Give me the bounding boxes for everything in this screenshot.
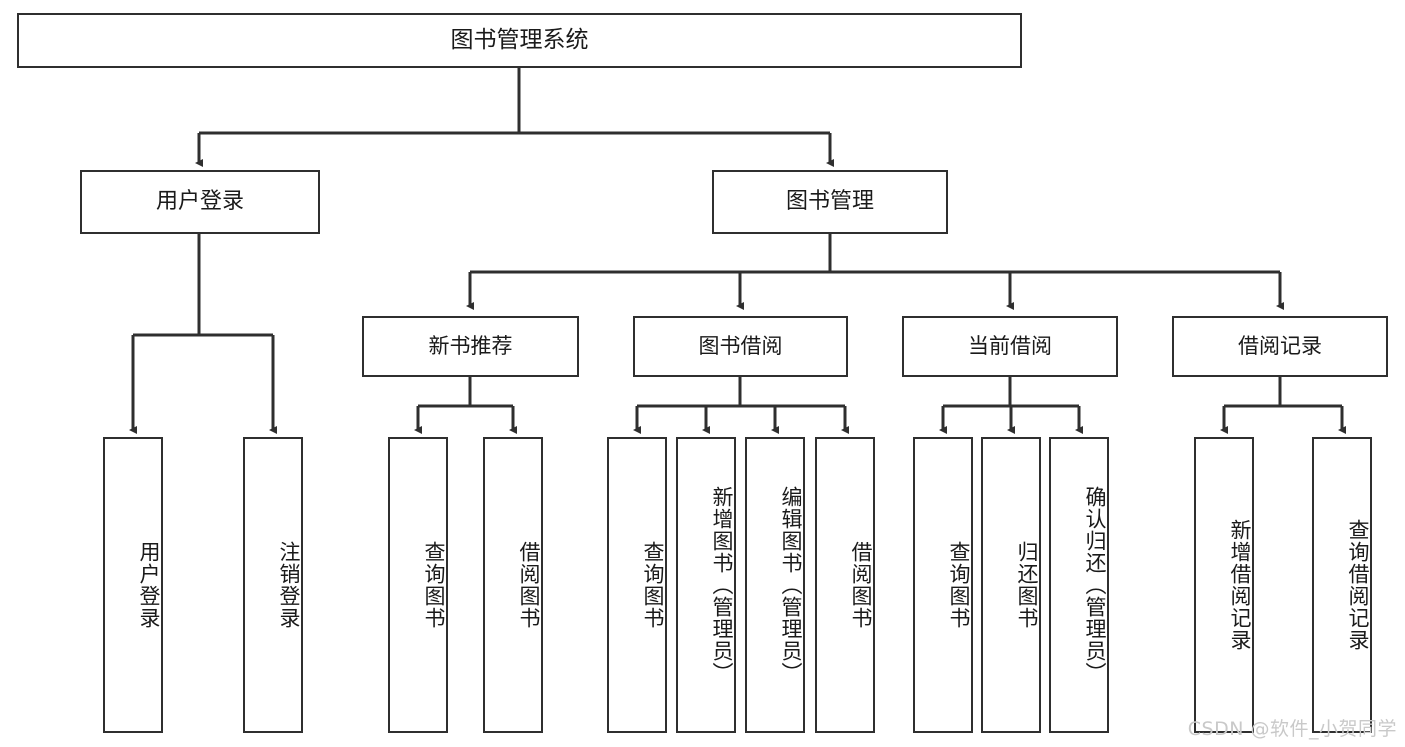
node-book-borrow[interactable]: 图书借阅 bbox=[633, 316, 848, 377]
node-leaf-query-book-2[interactable]: 查询图书 bbox=[607, 437, 667, 733]
node-leaf-query-book-1[interactable]: 查询图书 bbox=[388, 437, 448, 733]
node-new-book-rec[interactable]: 新书推荐 bbox=[362, 316, 579, 377]
node-leaf-add-book-label: 新增图书（管理员） bbox=[710, 486, 734, 684]
watermark: CSDN @软件_小贺同学 bbox=[1187, 718, 1397, 740]
node-leaf-confirm-return-label: 确认归还（管理员） bbox=[1083, 486, 1107, 684]
node-leaf-return-book[interactable]: 归还图书 bbox=[981, 437, 1041, 733]
node-leaf-edit-book-label: 编辑图书（管理员） bbox=[779, 486, 803, 684]
node-leaf-query-record-label: 查询借阅记录 bbox=[1346, 519, 1370, 651]
node-leaf-query-book-3-label: 查询图书 bbox=[947, 541, 971, 629]
node-borrow-record-label: 借阅记录 bbox=[1238, 334, 1322, 359]
node-leaf-add-record-label: 新增借阅记录 bbox=[1228, 519, 1252, 651]
node-leaf-logout-login-label: 注销登录 bbox=[277, 541, 301, 629]
node-book-borrow-label: 图书借阅 bbox=[698, 334, 783, 359]
node-root-label: 图书管理系统 bbox=[450, 26, 589, 53]
node-leaf-edit-book[interactable]: 编辑图书（管理员） bbox=[745, 437, 805, 733]
node-leaf-user-login-label: 用户登录 bbox=[137, 541, 161, 629]
node-current-borrow-label: 当前借阅 bbox=[968, 334, 1052, 359]
node-leaf-query-book-2-label: 查询图书 bbox=[641, 541, 665, 629]
node-book-manage[interactable]: 图书管理 bbox=[712, 170, 948, 234]
node-book-manage-label: 图书管理 bbox=[785, 189, 874, 215]
node-user-login-label: 用户登录 bbox=[155, 189, 244, 215]
node-leaf-borrow-book-2-label: 借阅图书 bbox=[849, 541, 873, 629]
node-leaf-query-record[interactable]: 查询借阅记录 bbox=[1312, 437, 1372, 733]
node-leaf-borrow-book-2[interactable]: 借阅图书 bbox=[815, 437, 875, 733]
node-leaf-add-record[interactable]: 新增借阅记录 bbox=[1194, 437, 1254, 733]
node-borrow-record[interactable]: 借阅记录 bbox=[1172, 316, 1388, 377]
node-leaf-confirm-return[interactable]: 确认归还（管理员） bbox=[1049, 437, 1109, 733]
node-root[interactable]: 图书管理系统 bbox=[17, 13, 1022, 68]
node-leaf-add-book[interactable]: 新增图书（管理员） bbox=[676, 437, 736, 733]
node-leaf-query-book-3[interactable]: 查询图书 bbox=[913, 437, 973, 733]
node-leaf-borrow-book-1[interactable]: 借阅图书 bbox=[483, 437, 543, 733]
node-leaf-user-login[interactable]: 用户登录 bbox=[103, 437, 163, 733]
node-current-borrow[interactable]: 当前借阅 bbox=[902, 316, 1118, 377]
node-leaf-return-book-label: 归还图书 bbox=[1015, 541, 1039, 629]
node-user-login[interactable]: 用户登录 bbox=[80, 170, 320, 234]
node-leaf-logout-login[interactable]: 注销登录 bbox=[243, 437, 303, 733]
node-new-book-rec-label: 新书推荐 bbox=[428, 334, 513, 359]
node-leaf-query-book-1-label: 查询图书 bbox=[422, 541, 446, 629]
node-leaf-borrow-book-1-label: 借阅图书 bbox=[517, 541, 541, 629]
